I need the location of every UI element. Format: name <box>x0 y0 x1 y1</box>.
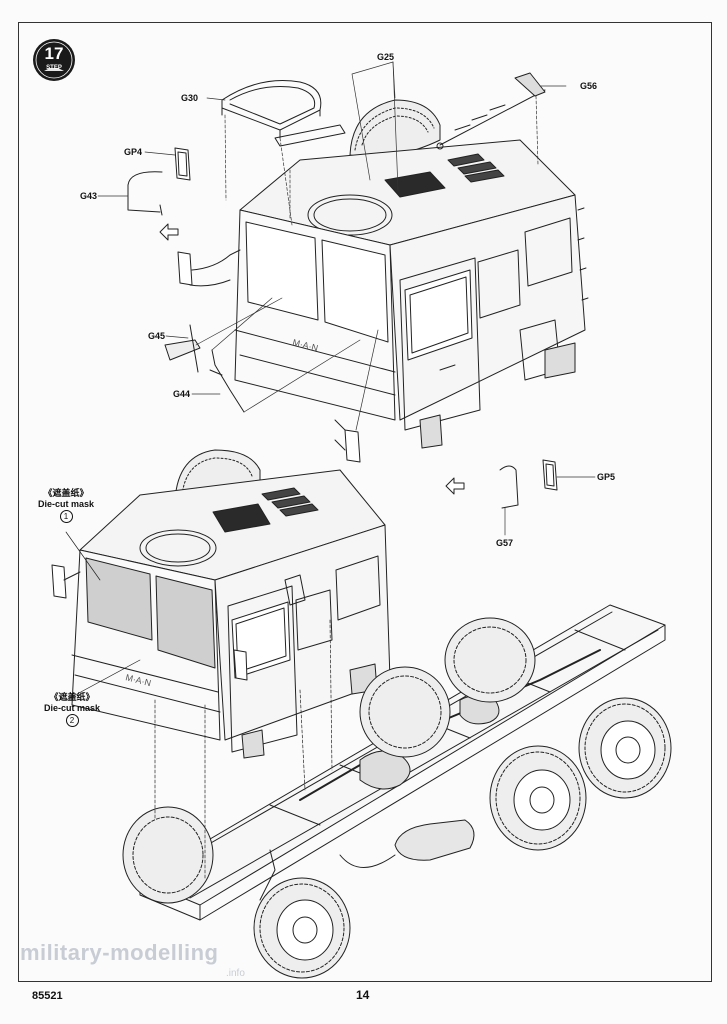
page-number: 14 <box>356 988 370 1002</box>
upper-cab-drawing: M·A·N <box>234 99 589 449</box>
label-g30: G30 <box>181 93 199 103</box>
mask-callout-1: 《遮盖纸》 Die-cut mask 1 <box>34 488 98 523</box>
part-g56-bracket <box>436 72 546 150</box>
leader-lines <box>97 61 596 536</box>
part-gp5-mirror <box>542 459 558 491</box>
mask-1-english: Die-cut mask <box>37 499 95 509</box>
label-gp5: GP5 <box>597 472 616 482</box>
label-g56: G56 <box>580 81 598 91</box>
label-g57: G57 <box>496 538 514 548</box>
label-g44: G44 <box>173 389 191 399</box>
wheel-front-left <box>122 806 214 904</box>
part-g44 <box>209 349 245 413</box>
arrow-left-upper <box>159 223 179 241</box>
step-number: 17 <box>44 44 64 63</box>
label-g43: G43 <box>80 191 98 201</box>
arrow-left-lower <box>445 477 465 495</box>
page-frame <box>18 22 712 982</box>
assembled-mirror-left <box>177 249 241 287</box>
part-g43-arm <box>127 171 163 216</box>
mask-1-chinese: 《遮盖纸》 <box>43 488 89 498</box>
part-g30-frame <box>221 79 346 147</box>
wheel-mid-right <box>489 745 587 851</box>
part-gp4-mirror <box>174 147 191 181</box>
assembled-mirror-right <box>334 419 361 463</box>
watermark-suffix: .info <box>226 968 245 979</box>
label-gp4: GP4 <box>124 147 143 157</box>
step-badge: 17 STEP <box>32 38 76 82</box>
wheel-front-right <box>253 877 351 979</box>
step-label: STEP <box>46 65 62 71</box>
kit-number: 85521 <box>32 990 63 1002</box>
part-g57-arm <box>499 465 519 509</box>
step-badge-circle <box>33 39 75 81</box>
label-g25: G25 <box>377 52 395 62</box>
mask-2-chinese: 《遮盖纸》 <box>49 692 95 702</box>
mask-1-number: 1 <box>59 510 73 523</box>
wheel-rear-left <box>444 617 536 703</box>
watermark-text: military-modelling <box>20 940 219 965</box>
mask-2-number: 2 <box>65 714 79 727</box>
mask-callout-2: 《遮盖纸》 Die-cut mask 2 <box>40 692 104 727</box>
label-g45: G45 <box>148 331 166 341</box>
wheel-mid-left <box>359 666 451 758</box>
lower-assembly-drawing: M·A·N <box>51 449 672 979</box>
part-g45 <box>164 324 201 373</box>
mask-2-english: Die-cut mask <box>43 703 101 713</box>
wheel-rear-right <box>578 697 672 799</box>
